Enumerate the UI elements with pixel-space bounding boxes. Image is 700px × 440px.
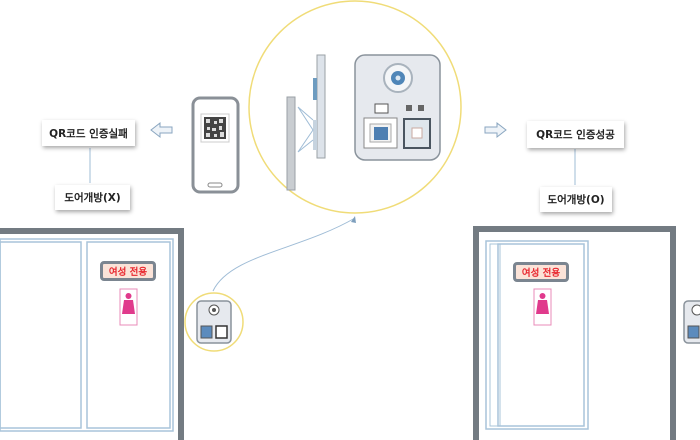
qr-reader-small-partial	[683, 300, 700, 344]
qr-success-label: QR코드 인증성공	[527, 121, 624, 148]
woman-icon	[533, 288, 552, 326]
door-open	[473, 226, 676, 440]
scan-rays	[297, 106, 314, 153]
speaker-icon	[374, 103, 389, 114]
women-only-sign: 여성 전용	[513, 262, 569, 282]
qr-reader-small	[196, 300, 232, 344]
arrow-left-icon	[150, 121, 173, 139]
reader-side-view	[316, 54, 326, 159]
woman-icon	[119, 288, 138, 326]
wall-side-view	[286, 96, 296, 191]
qr-fail-label: QR코드 인증실패	[42, 120, 135, 146]
arrow-right-icon	[484, 121, 507, 139]
qr-reader-front	[354, 54, 441, 161]
women-only-sign: 여성 전용	[100, 261, 156, 281]
smartphone-qr	[191, 96, 240, 194]
qr-scanner-window	[403, 118, 431, 149]
door-open-o-label: 도어개방(O)	[540, 187, 612, 212]
door-open-x-label: 도어개방(X)	[55, 185, 130, 210]
zoom-connector-line	[212, 217, 356, 292]
